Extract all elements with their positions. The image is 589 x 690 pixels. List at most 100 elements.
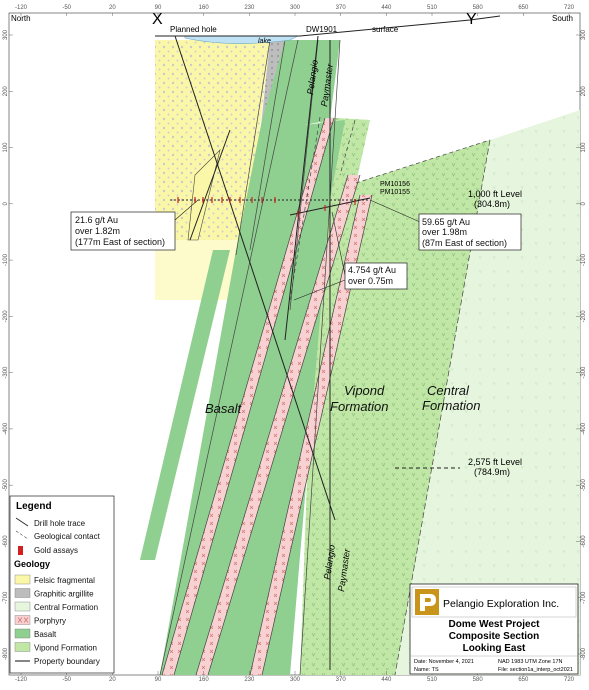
x-tick-label: 440 <box>381 5 392 11</box>
pelangio-logo-icon <box>415 589 439 615</box>
x-tick-label: 580 <box>473 677 484 683</box>
lake <box>184 35 299 44</box>
y-tick-label-left: 300 <box>3 29 9 40</box>
dw1901-label: DW1901 <box>306 25 338 34</box>
x-tick-label: -50 <box>62 5 71 11</box>
x-tick-label: 370 <box>336 5 347 11</box>
x-tick-label: -120 <box>15 5 28 11</box>
drill-hole-traces <box>170 35 460 670</box>
x-tick-label: 650 <box>518 5 529 11</box>
legend-geology-item: Vipond Formation <box>34 644 97 653</box>
x-tick-label: 720 <box>564 677 575 683</box>
callout-leaders <box>174 199 421 301</box>
dw1901-trace <box>284 35 319 341</box>
pelangio-label-bottom: Pelangio <box>322 544 337 580</box>
y-tick-label-right: -200 <box>581 310 587 323</box>
x-tick-label: 650 <box>518 677 529 683</box>
legend-geology-title: Geology <box>14 559 50 569</box>
y-tick-label-left: -300 <box>3 366 9 379</box>
y-axis-right: 3002001000-100-200-300-400-500-600-700-8… <box>576 29 587 660</box>
section-title: Composite Section <box>449 631 540 642</box>
vipond-band <box>140 250 230 560</box>
date-field: Date: November 4, 2021 <box>414 659 474 665</box>
x-tick-label: 160 <box>199 677 210 683</box>
x-tick-label: 300 <box>290 677 301 683</box>
y-tick-label-left: -200 <box>3 310 9 323</box>
pm10156-label: PM10156 <box>380 181 410 188</box>
projection-field: NAD 1983 UTM Zone 17N <box>498 659 563 665</box>
legend-geology-item: Graphitic argillite <box>34 590 94 599</box>
level-2575-label: 2,575 ft Level <box>468 457 522 467</box>
legend-swatch <box>14 574 31 585</box>
legend-contact: Geological contact <box>34 532 101 541</box>
basalt-label: Basalt <box>205 401 243 416</box>
legend-geology-item: Porphyry <box>34 617 66 626</box>
y-tick-label-left: -700 <box>3 591 9 604</box>
planned-hole-label: Planned hole <box>170 25 217 34</box>
legend-gold-assays: Gold assays <box>34 546 78 555</box>
left-hole-trace <box>189 129 231 241</box>
y-tick-label-left: 200 <box>3 86 9 97</box>
name-field: Name: TS <box>414 667 439 673</box>
level-1000-label: 1,000 ft Level <box>468 189 522 199</box>
legend-geology-item: Property boundary <box>34 657 100 666</box>
y-tick-label-right: 200 <box>581 86 587 97</box>
y-tick-label-right: -100 <box>581 253 587 266</box>
x-tick-label: 20 <box>109 677 116 683</box>
x-tick-label: 300 <box>290 5 301 11</box>
north-label: North <box>11 14 31 23</box>
legend-drill-hole: Drill hole trace <box>34 519 86 528</box>
assay-callout-mid: 4.754 g/t Au over 0.75m <box>344 262 408 290</box>
x-tick-label: 160 <box>199 5 210 11</box>
title-block: Pelangio Exploration Inc. Dome West Proj… <box>409 583 579 675</box>
lake-label: lake <box>258 38 271 45</box>
central-label-2: Formation <box>422 398 481 413</box>
svg-text:over 1.82m: over 1.82m <box>75 226 120 236</box>
legend: Legend Drill hole trace Geological conta… <box>9 495 115 674</box>
legend-swatch <box>14 588 31 598</box>
project-title: Dome West Project <box>449 619 541 630</box>
x-tick-label: 720 <box>564 5 575 11</box>
x-tick-label: -50 <box>62 677 71 683</box>
porphyry-pattern <box>17 617 29 623</box>
svg-text:over 0.75m: over 0.75m <box>348 276 393 286</box>
legend-swatch <box>14 642 31 652</box>
section-marker-x: X <box>152 11 163 28</box>
svg-text:21.6 g/t Au: 21.6 g/t Au <box>75 215 118 225</box>
y-tick-label-left: -800 <box>3 647 9 660</box>
y-tick-label-right: -300 <box>581 366 587 379</box>
surface-label: surface <box>372 25 399 34</box>
level-1000-meters: (304.8m) <box>474 199 510 209</box>
svg-text:4.754 g/t Au: 4.754 g/t Au <box>348 265 396 275</box>
view-title: Looking East <box>463 643 526 654</box>
y-tick-label-right: -700 <box>581 591 587 604</box>
y-axis-left: 3002001000-100-200-300-400-500-600-700-8… <box>3 29 13 660</box>
pm-hole-trace <box>289 197 371 216</box>
vipond-label-2: Formation <box>330 399 389 414</box>
central-label-1: Central <box>427 383 470 398</box>
y-tick-label-left: 0 <box>3 201 9 205</box>
assay-callout-left: 21.6 g/t Au over 1.82m (177m East of sec… <box>70 211 176 251</box>
felsic-lens <box>187 149 221 241</box>
company-name: Pelangio Exploration Inc. <box>443 598 559 610</box>
y-tick-label-left: -400 <box>3 422 9 435</box>
x-tick-label: 20 <box>109 5 116 11</box>
file-field: File: section1a_interp_oct2021 <box>498 667 573 673</box>
x-tick-label: 580 <box>473 5 484 11</box>
vipond-label-1: Vipond <box>344 383 385 398</box>
y-tick-label-left: -600 <box>3 535 9 548</box>
y-tick-label-right: -800 <box>581 647 587 660</box>
y-tick-label-right: 300 <box>581 29 587 40</box>
legend-swatch <box>14 601 31 612</box>
x-tick-label: 440 <box>381 677 392 683</box>
assay-callout-right: 59.65 g/t Au over 1.98m (87m East of sec… <box>418 213 522 251</box>
planned-hole-trace <box>174 35 336 521</box>
y-tick-label-right: -400 <box>581 422 587 435</box>
y-tick-label-right: -600 <box>581 535 587 548</box>
pelangio-label-top: Pelangio <box>305 59 320 95</box>
x-tick-label: 230 <box>244 677 255 683</box>
y-tick-label-right: 100 <box>581 142 587 153</box>
level-2575-meters: (784.9m) <box>474 467 510 477</box>
